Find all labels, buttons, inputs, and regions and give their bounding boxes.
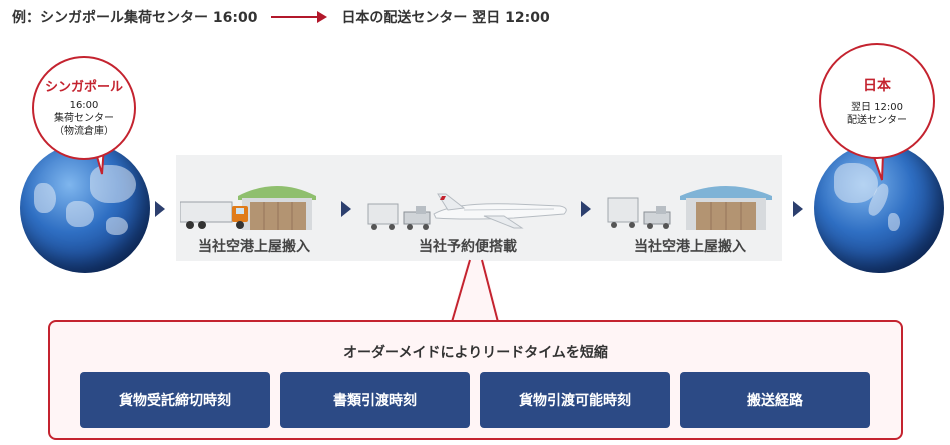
step-arrow-icon-4	[793, 201, 803, 217]
loader-warehouse-illustration	[606, 178, 776, 230]
cargo-loader-icon	[607, 197, 671, 229]
origin-title: シンガポール	[44, 80, 123, 95]
stage-1-label: 当社空港上屋搬入	[198, 239, 310, 255]
feature-document-handover-button[interactable]: 書類引渡時刻	[280, 372, 470, 428]
feature-cargo-cutoff-button[interactable]: 貨物受託締切時刻	[80, 372, 270, 428]
example-destination: 日本の配送センター 翌日 12:00	[341, 10, 550, 26]
step-arrow-icon-2	[341, 201, 351, 217]
stage-2-label: 当社予約便搭載	[419, 239, 517, 255]
stage-3-label: 当社空港上屋搬入	[634, 239, 746, 255]
truck-icon	[180, 201, 248, 229]
origin-center: 集荷センター	[54, 113, 114, 124]
callout-tail	[450, 259, 500, 323]
airplane-loading-illustration	[367, 193, 567, 230]
example-line: 例：シンガポール集荷センター 16:00 日本の配送センター 翌日 12:00	[12, 6, 550, 28]
step-arrow-icon-3	[581, 201, 591, 217]
truck-warehouse-illustration	[180, 178, 320, 230]
warehouse-icon	[238, 186, 316, 230]
origin-note: （物流倉庫）	[54, 126, 114, 137]
customization-title: オーダーメイドによりリードタイムを短縮	[343, 345, 608, 361]
step-arrow-icon-1	[155, 201, 165, 217]
globe-asia-icon	[20, 143, 150, 273]
red-arrow-icon	[271, 11, 328, 23]
warehouse-icon-2	[680, 186, 772, 230]
destination-time: 翌日 12:00	[851, 102, 903, 113]
example-origin: 例：シンガポール集荷センター 16:00	[12, 10, 258, 26]
destination-bubble: 日本 翌日 12:00 配送センター	[819, 43, 935, 159]
feature-delivery-route-button[interactable]: 搬送経路	[680, 372, 870, 428]
origin-bubble: シンガポール 16:00 集荷センター （物流倉庫）	[32, 56, 136, 160]
destination-title: 日本	[863, 78, 891, 94]
origin-time: 16:00	[69, 100, 99, 111]
feature-cargo-release-button[interactable]: 貨物引渡可能時刻	[480, 372, 670, 428]
destination-center: 配送センター	[847, 115, 907, 126]
customization-box: オーダーメイドによりリードタイムを短縮 貨物受託締切時刻 書類引渡時刻 貨物引渡…	[48, 320, 903, 440]
